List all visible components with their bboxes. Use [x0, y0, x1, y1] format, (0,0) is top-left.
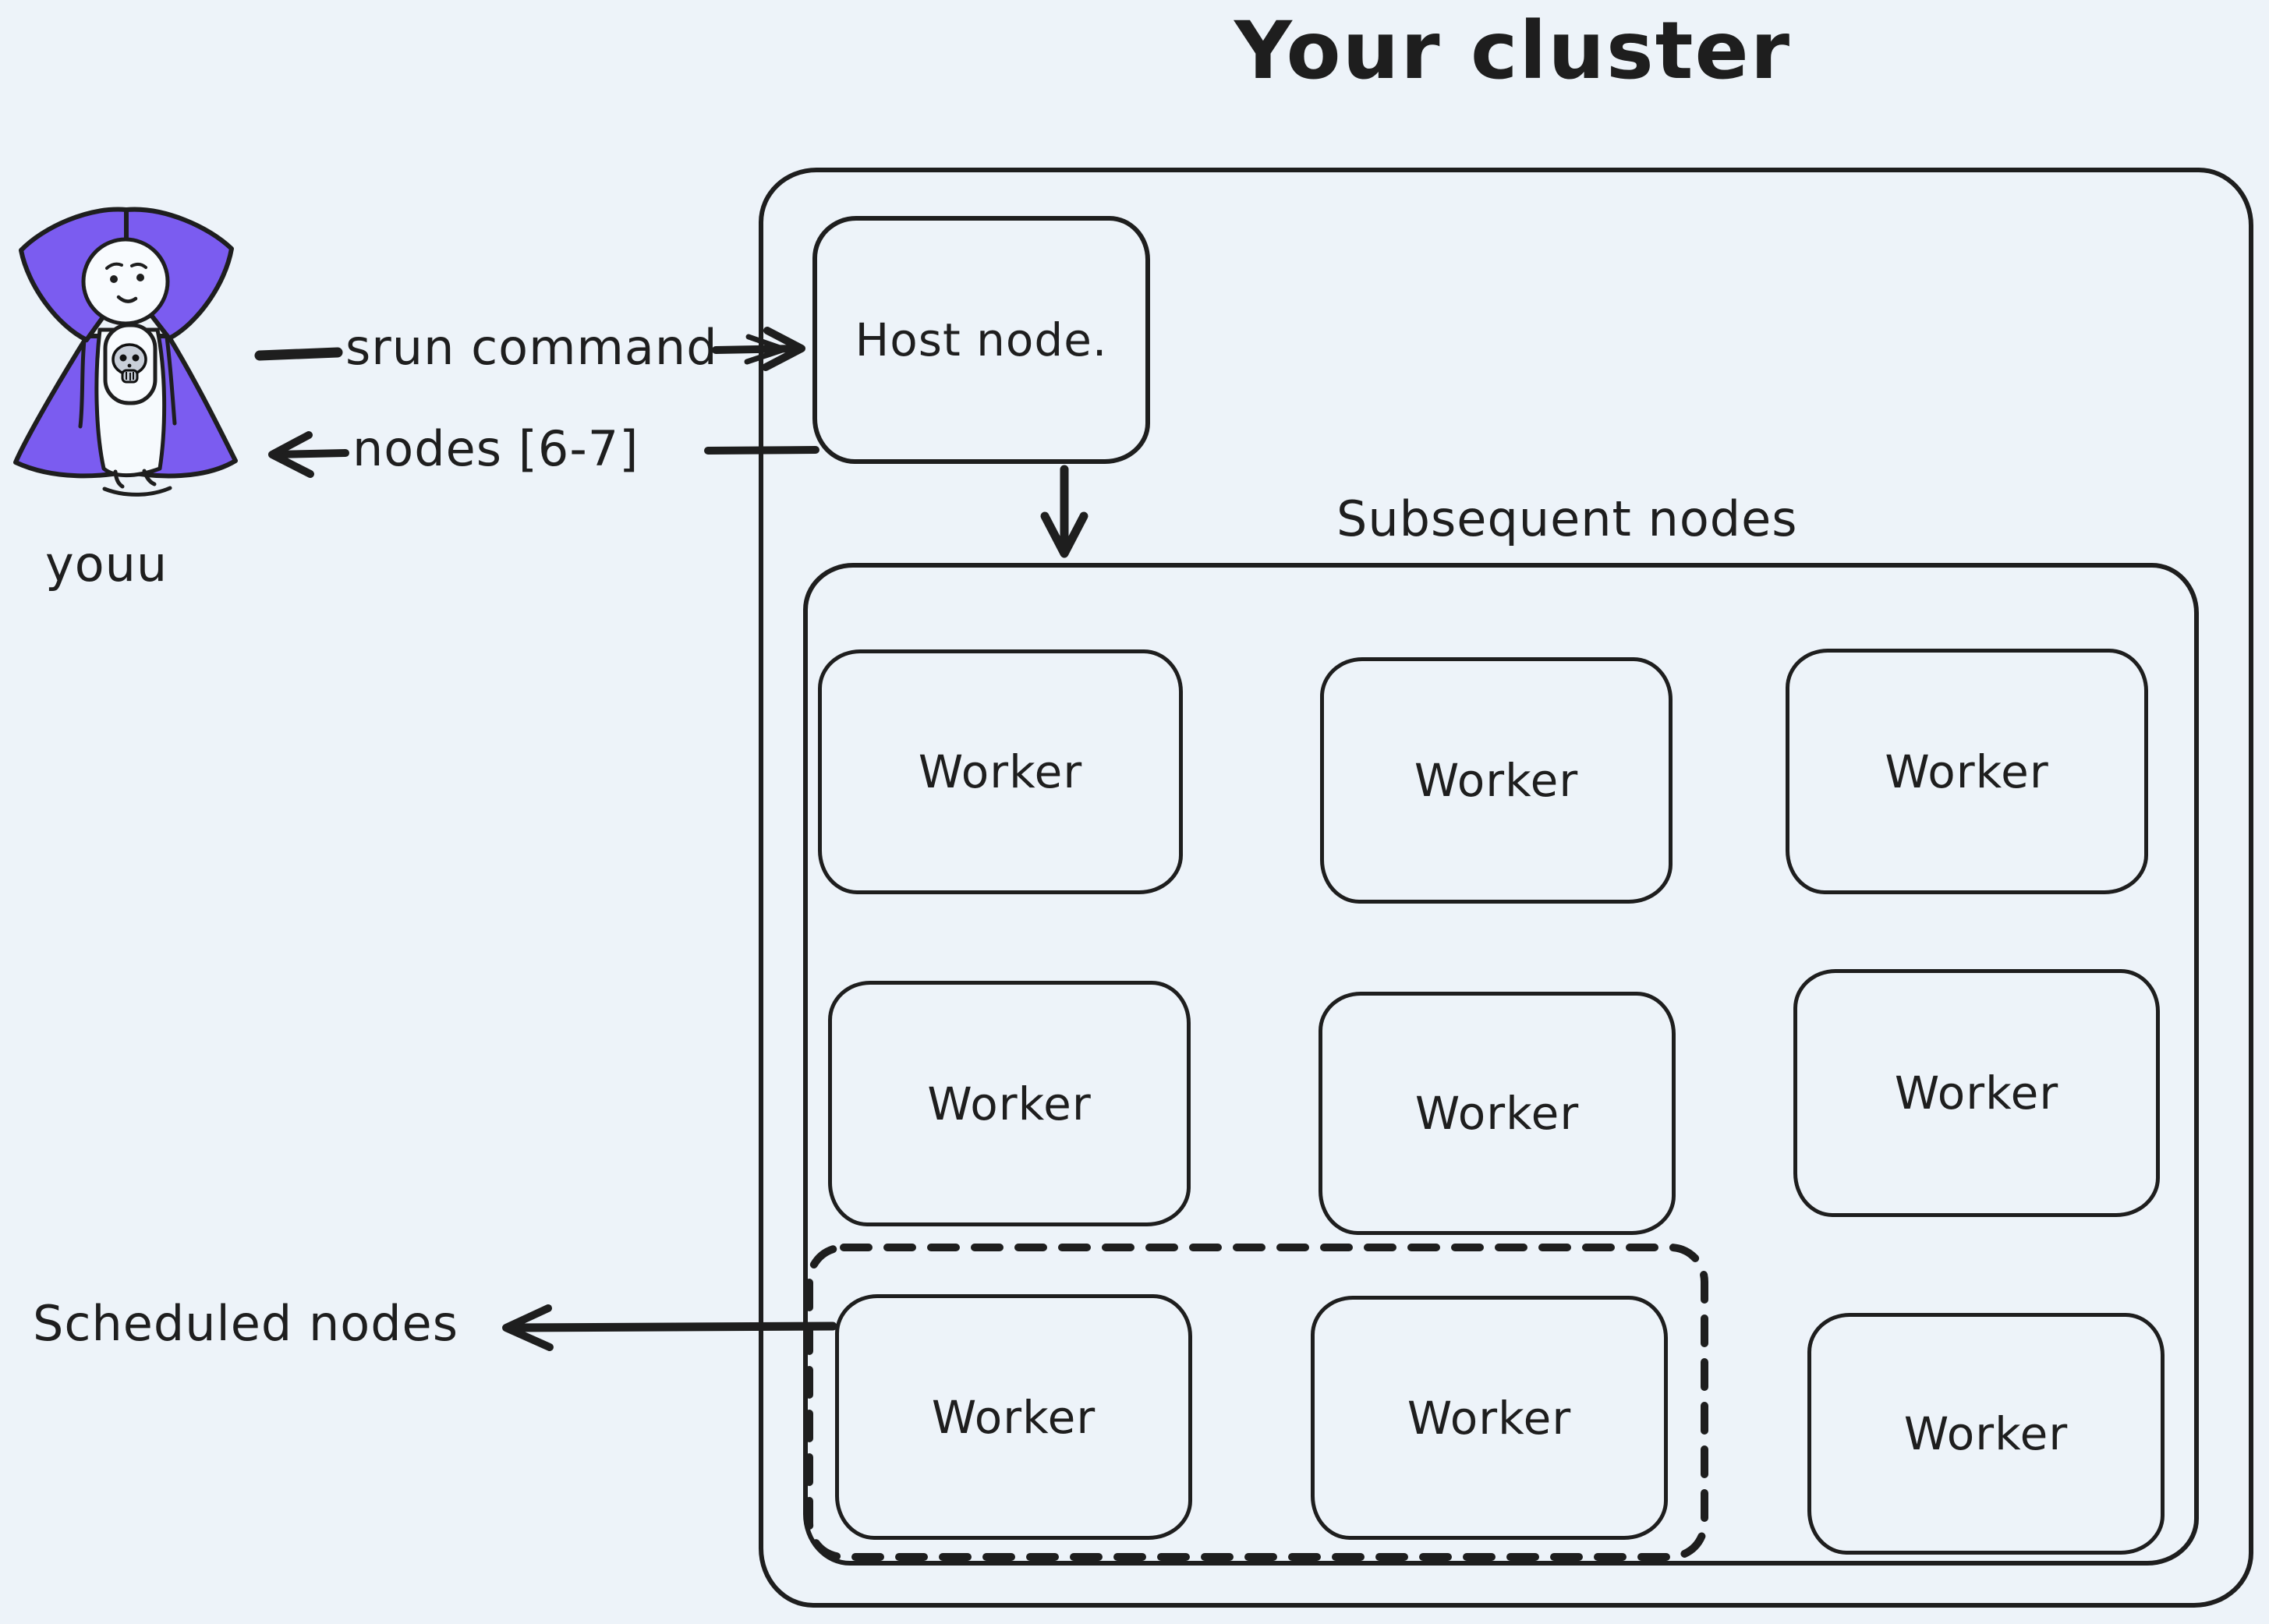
actor-right-eye [136, 274, 144, 281]
worker-node: Worker [828, 981, 1191, 1226]
worker-node: Worker [1786, 649, 2148, 894]
actor-left-foot [113, 469, 125, 489]
actor-illustration [13, 207, 238, 497]
host-node-box: Host node. [812, 216, 1150, 464]
cape-skirt [13, 334, 238, 479]
worker-node: Worker [1319, 992, 1676, 1235]
actor-right-brow [130, 262, 147, 269]
worker-node: Worker [1793, 969, 2160, 1217]
subsequent-nodes-box [803, 563, 2199, 1566]
worker-node-scheduled: Worker [1311, 1296, 1668, 1540]
subsequent-nodes-label: Subsequent nodes [1336, 490, 1798, 547]
actor-right-arm [164, 329, 177, 426]
actor-smile [116, 295, 138, 303]
cape-collar-right [124, 207, 234, 341]
actor-head [81, 237, 170, 326]
worker-node: Worker [1807, 1313, 2165, 1555]
actor-name-label: youu [45, 536, 168, 593]
nodes-return-label: nodes [6-7] [352, 420, 639, 477]
worker-node: Worker [818, 649, 1183, 894]
worker-node: Worker [1320, 657, 1673, 904]
actor-ground-stroke [102, 486, 172, 497]
worker-node-scheduled: Worker [835, 1294, 1192, 1540]
skull-icon [112, 343, 147, 384]
actor-left-eye [110, 275, 118, 283]
diagram-title: Your cluster [1234, 5, 1791, 97]
actor-left-brow [105, 262, 123, 270]
srun-command-label: srun command [345, 319, 718, 376]
actor-left-arm [78, 331, 87, 429]
actor-bib [103, 323, 158, 405]
cluster-outer-box [759, 168, 2253, 1608]
actor-right-foot [142, 469, 157, 486]
actor-body [94, 327, 167, 478]
scheduled-nodes-label: Scheduled nodes [33, 1295, 458, 1352]
cape-collar-left [19, 207, 129, 342]
